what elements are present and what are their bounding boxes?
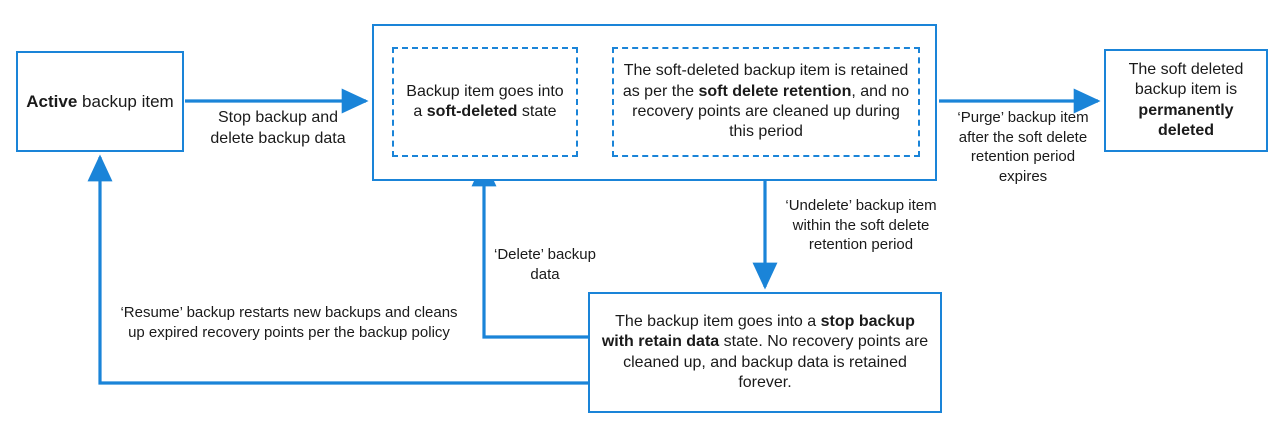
edge-label-resume-backup: ‘Resume’ backup restarts new backups and… [120,304,458,341]
edge-label-delete-backup-data: ‘Delete’ backup data [493,246,596,283]
node-permanently-deleted[interactable]: The soft deleted backup item is permanen… [1104,49,1268,152]
node-active-backup-item[interactable]: Active backup item [16,51,184,152]
edge-label-purge: ‘Purge’ backup item after the soft delet… [957,109,1089,185]
node-active-backup-item-label: Active backup item [26,91,174,111]
edge-label-stop-backup-and-delete-data: Stop backup and delete backup data [210,109,346,147]
node-stop-backup-retain-data-label: The backup item goes into a stop backup … [601,312,929,391]
node-soft-deleted-state-label: Backup item goes into a soft-deleted sta… [406,82,564,120]
node-permanently-deleted-label: The soft deleted backup item is permanen… [1128,60,1244,139]
node-soft-deleted-state[interactable]: Backup item goes into a soft-deleted sta… [392,47,578,157]
edge-label-undelete: ‘Undelete’ backup item within the soft d… [785,197,937,253]
node-soft-delete-retention[interactable]: The soft-deleted backup item is retained… [612,47,920,157]
node-soft-delete-retention-label: The soft-deleted backup item is retained… [622,62,910,141]
node-stop-backup-retain-data[interactable]: The backup item goes into a stop backup … [588,292,942,413]
